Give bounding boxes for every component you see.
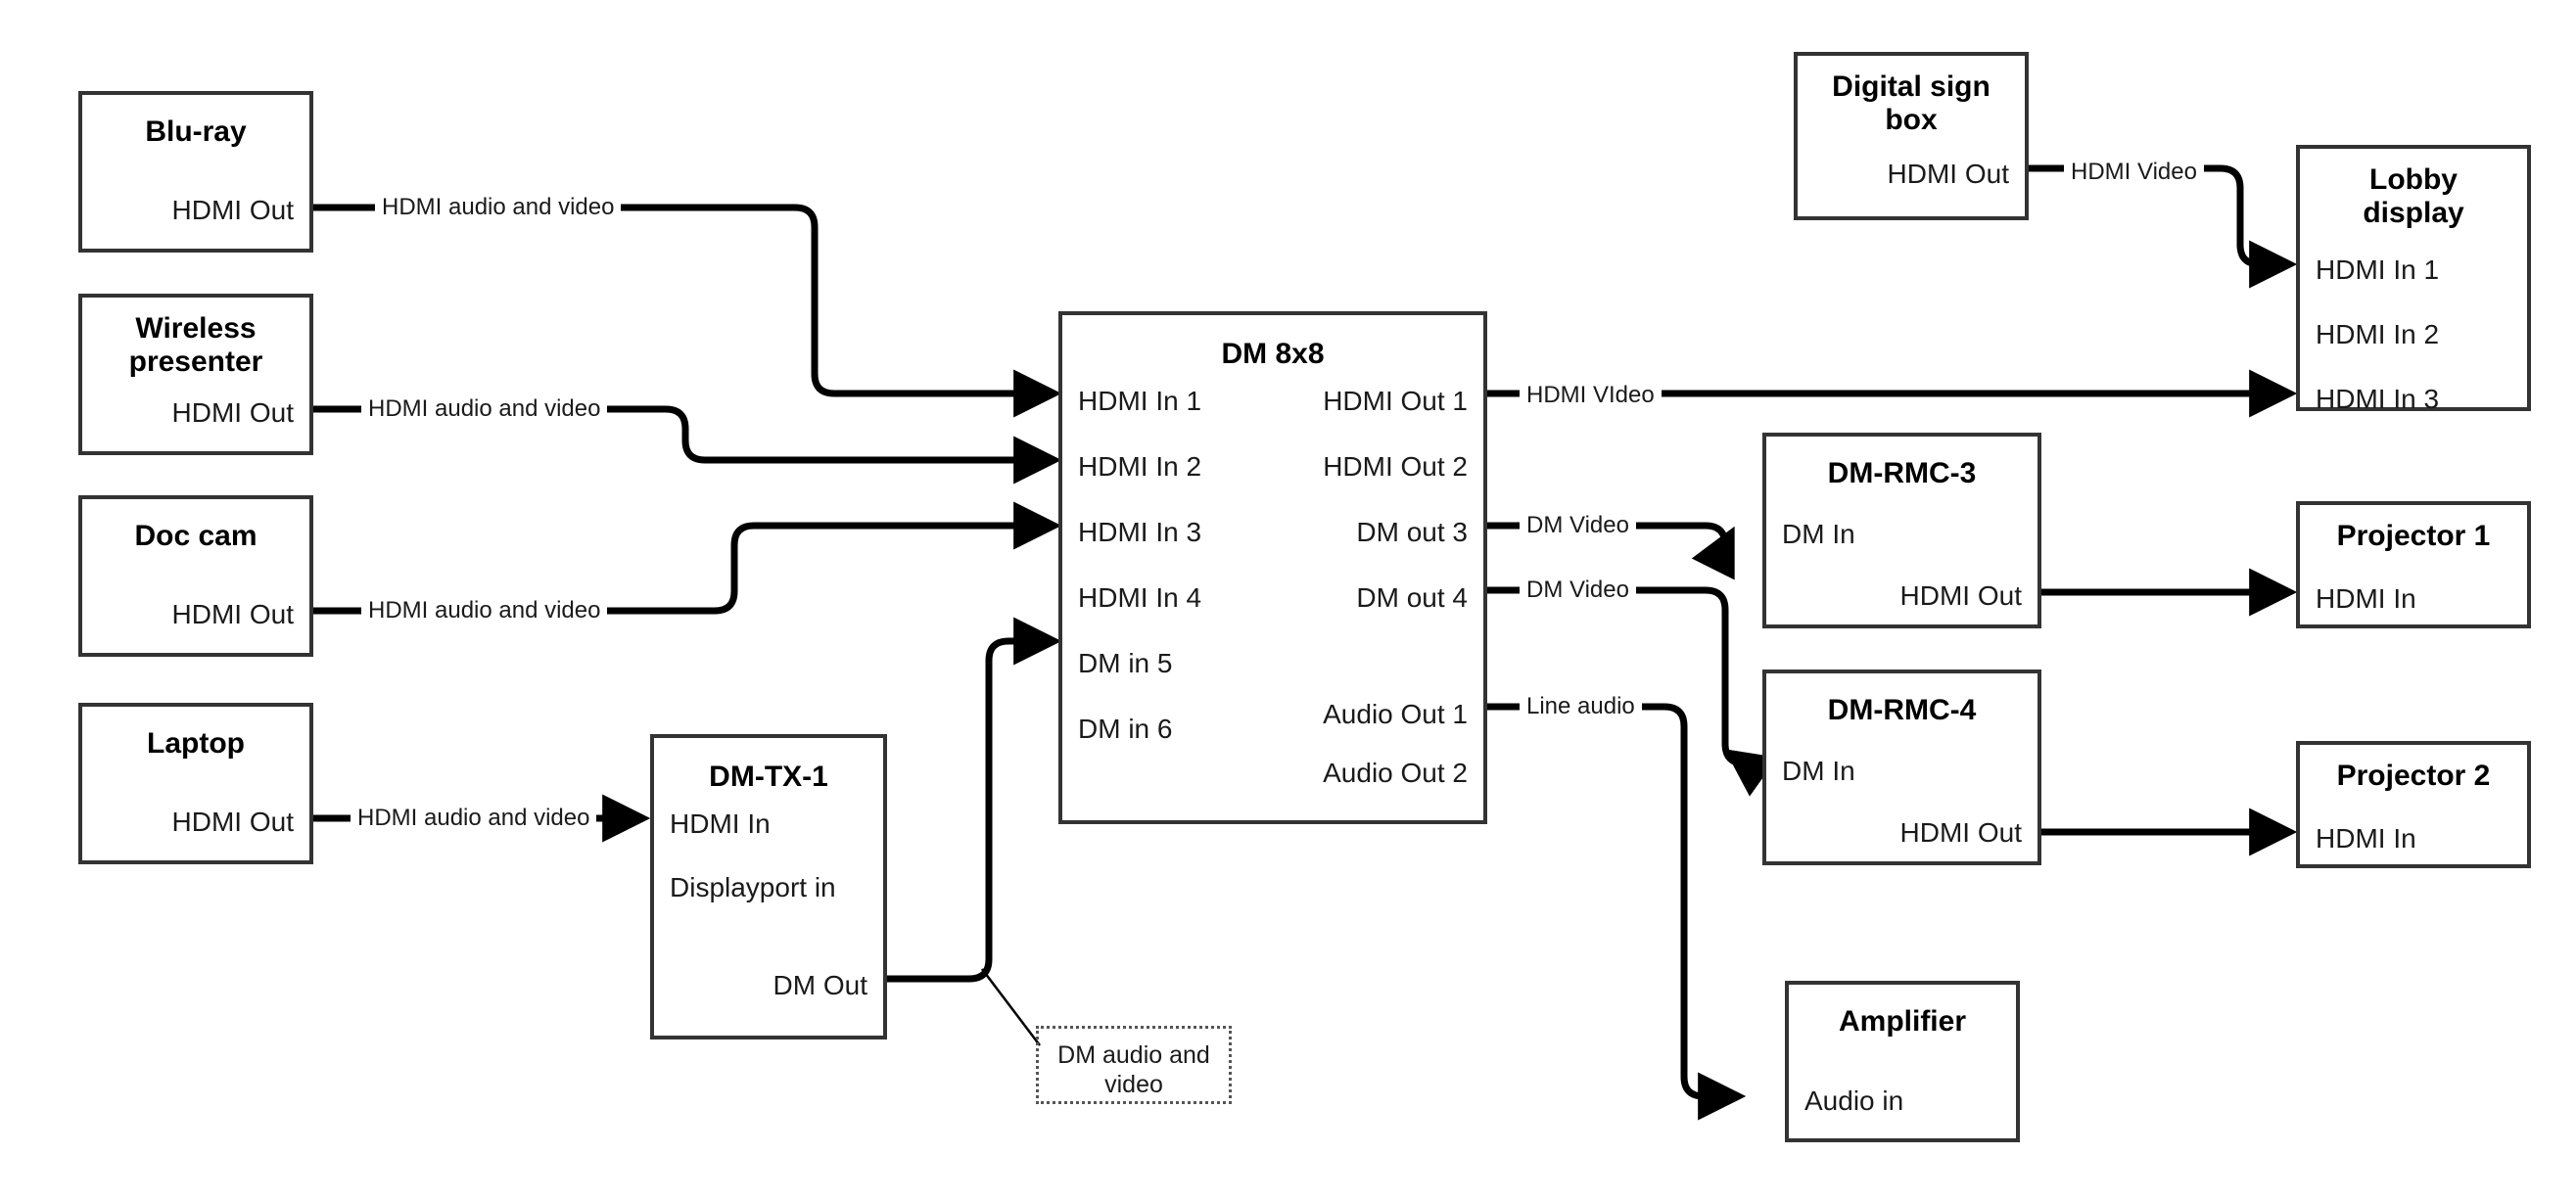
node-wireless-presenter-title-line2: presenter — [128, 346, 263, 378]
node-bluray-title: Blu-ray — [145, 115, 247, 148]
port-dm8x8-hdmi-out-1[interactable]: HDMI Out 1 — [1323, 386, 1468, 416]
node-dm-rmc-4-title: DM-RMC-4 — [1827, 694, 1977, 726]
port-dm8x8-dm-out-3[interactable]: DM out 3 — [1356, 517, 1468, 547]
port-dm-tx-1-displayport-in[interactable]: Displayport in — [670, 872, 836, 902]
wire-label-dm-dmout3: DM Video — [1520, 514, 1636, 537]
port-digital-sign-box-hdmi-out[interactable]: HDMI Out — [1887, 159, 2009, 189]
port-dm8x8-hdmi-in-1[interactable]: HDMI In 1 — [1078, 386, 1202, 416]
port-dm-tx-1-dm-out[interactable]: DM Out — [773, 970, 867, 1000]
node-lobby-display[interactable]: Lobby display HDMI In 1 HDMI In 2 HDMI I… — [2296, 145, 2531, 414]
node-dm-tx-1-title: DM-TX-1 — [709, 761, 828, 793]
port-bluray-hdmi-out[interactable]: HDMI Out — [171, 195, 294, 225]
callout-line2: video — [1104, 1071, 1163, 1098]
wire-label-laptop-to-tx: HDMI audio and video — [351, 807, 597, 830]
port-dm8x8-dm-in-5[interactable]: DM in 5 — [1078, 648, 1173, 678]
port-doc-cam-hdmi-out[interactable]: HDMI Out — [171, 599, 294, 629]
port-dm8x8-hdmi-in-4[interactable]: HDMI In 4 — [1078, 582, 1202, 613]
port-dm-rmc-4-dm-in[interactable]: DM In — [1782, 756, 1855, 786]
wire-dm8x8-audioout1-to-amplifier — [1487, 703, 1747, 1121]
wire-label-sign-to-lobby: HDMI Video — [2064, 161, 2204, 184]
port-laptop-hdmi-out[interactable]: HDMI Out — [171, 807, 294, 837]
callout-line1: DM audio and — [1057, 1041, 1210, 1069]
wire-bluray-to-dm8x8-hdmi-in-1 — [313, 204, 1062, 418]
wire-dmtx1-to-dm8x8-dm-in-5 — [887, 617, 1062, 983]
port-dm8x8-dm-out-4[interactable]: DM out 4 — [1356, 582, 1468, 613]
port-dm8x8-hdmi-out-2[interactable]: HDMI Out 2 — [1323, 451, 1468, 482]
node-laptop-title: Laptop — [147, 727, 245, 760]
node-lobby-display-title-line2: display — [2363, 197, 2464, 229]
node-amplifier-title: Amplifier — [1838, 1005, 1967, 1038]
port-dm-tx-1-hdmi-in[interactable]: HDMI In — [670, 808, 771, 839]
node-bluray[interactable]: Blu-ray HDMI Out — [78, 91, 313, 253]
wire-dm8x8-dmout4-to-rmc4-dm-in — [1487, 586, 1778, 797]
wire-label-doccam-to-dm: HDMI audio and video — [361, 599, 608, 623]
port-dm-rmc-4-hdmi-out[interactable]: HDMI Out — [1899, 817, 2022, 848]
wire-label-dm-audioout1: Line audio — [1520, 695, 1642, 718]
node-dm-8x8[interactable]: DM 8x8 HDMI In 1 HDMI In 2 HDMI In 3 HDM… — [1058, 311, 1487, 824]
port-projector-1-hdmi-in[interactable]: HDMI In — [2316, 583, 2416, 614]
node-dm-tx-1[interactable]: DM-TX-1 HDMI In Displayport in DM Out — [650, 734, 887, 1039]
node-amplifier[interactable]: Amplifier Audio in — [1785, 981, 2020, 1142]
port-dm8x8-dm-in-6[interactable]: DM in 6 — [1078, 714, 1173, 744]
port-dm8x8-hdmi-in-3[interactable]: HDMI In 3 — [1078, 517, 1202, 547]
node-projector-1-title: Projector 1 — [2336, 520, 2491, 552]
port-lobby-display-hdmi-in-3[interactable]: HDMI In 3 — [2316, 384, 2440, 414]
wire-label-dm-dmout4: DM Video — [1520, 578, 1636, 602]
port-wireless-presenter-hdmi-out[interactable]: HDMI Out — [171, 397, 294, 428]
wire-label-dm-hdmiout1: HDMI VIdeo — [1520, 384, 1662, 407]
node-dm-rmc-4[interactable]: DM-RMC-4 DM In HDMI Out — [1762, 670, 2041, 865]
port-dm-rmc-3-dm-in[interactable]: DM In — [1782, 519, 1855, 549]
wire-label-wireless-to-dm: HDMI audio and video — [361, 397, 608, 421]
node-doc-cam[interactable]: Doc cam HDMI Out — [78, 495, 313, 657]
port-dm8x8-hdmi-in-2[interactable]: HDMI In 2 — [1078, 451, 1202, 482]
node-projector-1[interactable]: Projector 1 HDMI In — [2296, 501, 2531, 628]
callout-dm-audio-and-video: DM audio and video — [1036, 1026, 1232, 1104]
node-projector-2[interactable]: Projector 2 HDMI In — [2296, 741, 2531, 868]
node-doc-cam-title: Doc cam — [134, 520, 258, 552]
port-dm8x8-audio-out-1[interactable]: Audio Out 1 — [1323, 699, 1468, 729]
port-lobby-display-hdmi-in-1[interactable]: HDMI In 1 — [2316, 254, 2440, 285]
node-dm-rmc-3[interactable]: DM-RMC-3 DM In HDMI Out — [1762, 433, 2041, 628]
wire-callout-leader — [981, 968, 1041, 1046]
node-laptop[interactable]: Laptop HDMI Out — [78, 703, 313, 864]
node-wireless-presenter[interactable]: Wireless presenter HDMI Out — [78, 294, 313, 455]
port-projector-2-hdmi-in[interactable]: HDMI In — [2316, 823, 2416, 854]
node-digital-sign-box-title-line2: box — [1885, 104, 1938, 136]
wire-label-bluray-to-dm: HDMI audio and video — [375, 196, 622, 219]
node-lobby-display-title-line1: Lobby — [2369, 163, 2458, 196]
node-wireless-presenter-title-line1: Wireless — [135, 312, 257, 345]
node-dm-rmc-3-title: DM-RMC-3 — [1827, 457, 1977, 489]
node-digital-sign-box[interactable]: Digital sign box HDMI Out — [1794, 52, 2029, 220]
port-lobby-display-hdmi-in-2[interactable]: HDMI In 2 — [2316, 319, 2440, 349]
node-dm-8x8-title: DM 8x8 — [1221, 338, 1325, 370]
node-digital-sign-box-title-line1: Digital sign — [1832, 70, 1991, 103]
port-dm8x8-audio-out-2[interactable]: Audio Out 2 — [1323, 758, 1468, 788]
node-projector-2-title: Projector 2 — [2336, 760, 2491, 792]
port-dm-rmc-3-hdmi-out[interactable]: HDMI Out — [1899, 580, 2022, 611]
port-amplifier-audio-in[interactable]: Audio in — [1804, 1086, 1904, 1116]
